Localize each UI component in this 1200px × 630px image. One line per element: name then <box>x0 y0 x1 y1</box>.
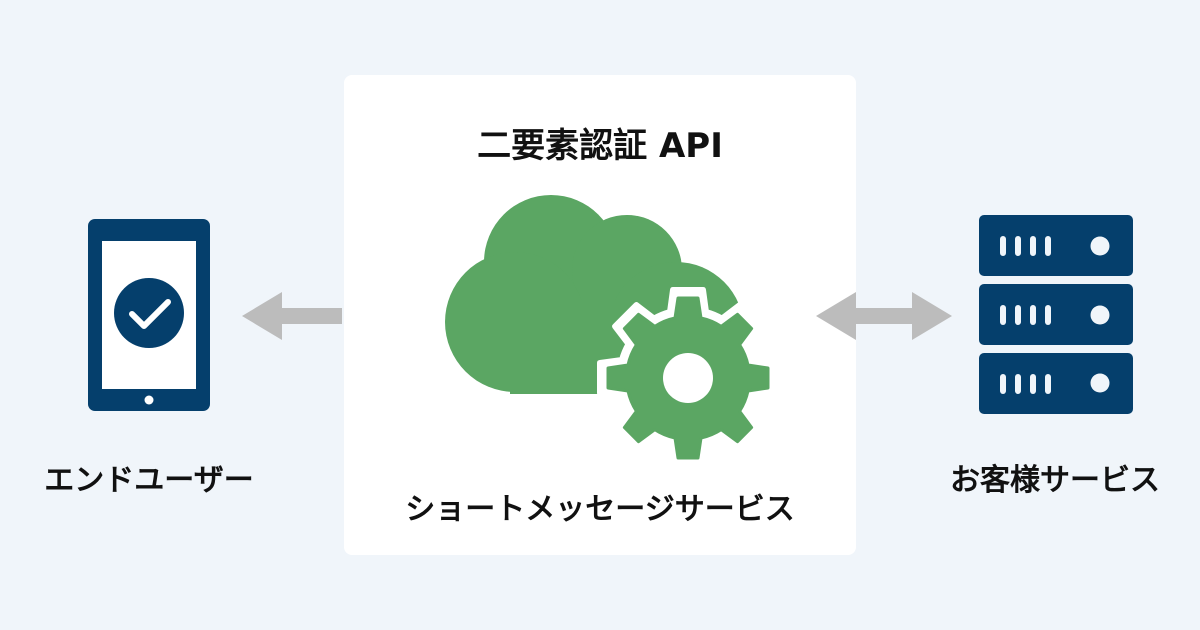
gear-hole <box>663 353 713 403</box>
end-user-label: エンドユーザー <box>44 463 254 498</box>
check-circle-icon <box>114 278 184 348</box>
diagram-title: 二要素認証 API <box>477 126 723 166</box>
customer-service-label: お客様サービス <box>950 463 1160 498</box>
gear-icon <box>597 287 779 469</box>
server-unit <box>979 215 1133 276</box>
center-service-label: ショートメッセージサービス <box>405 492 795 527</box>
server-unit <box>979 353 1133 414</box>
server-unit <box>979 284 1133 345</box>
home-button <box>144 395 154 405</box>
